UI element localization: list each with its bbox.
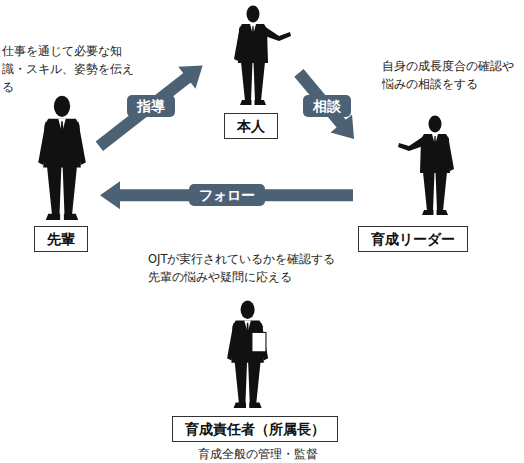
person-figure: [38, 96, 86, 220]
arrow-label: フォロー: [189, 184, 265, 206]
description-text: OJTが実行されているかを確認する: [148, 250, 335, 268]
arrow-head: [331, 115, 355, 139]
person-figure: [234, 6, 291, 106]
description-text: 育成全般の管理・監督: [158, 445, 358, 463]
arrow-shaft: [99, 77, 187, 146]
arrow-label: 相談: [303, 95, 351, 117]
person-node: 先輩: [25, 92, 97, 252]
person-figure: [227, 301, 268, 408]
flow-arrow: [99, 65, 202, 146]
role-label: 育成責任者（所属長）: [172, 416, 338, 442]
description-text: 自身の成長度合の確認や悩みの相談をする: [382, 57, 518, 93]
role-label: 育成リーダー: [358, 226, 468, 252]
role-label: 本人: [224, 113, 278, 139]
person-node: 育成責任者（所属長）: [165, 296, 345, 442]
arrow-label: 指導: [127, 95, 175, 117]
description-text: 仕事を通じて必要な知識・スキル、姿勢を伝える: [2, 42, 144, 96]
description-text: 先輩の悩みや疑問に応える: [148, 268, 292, 286]
role-label: 先輩: [34, 226, 88, 252]
arrow-head: [178, 65, 202, 88]
arrow-head: [100, 181, 120, 209]
flow-arrow: [299, 73, 354, 139]
flow-arrow: [100, 181, 353, 209]
person-node: 育成リーダー: [356, 110, 470, 252]
person-node: 本人: [205, 2, 297, 139]
person-figure: [398, 116, 454, 216]
